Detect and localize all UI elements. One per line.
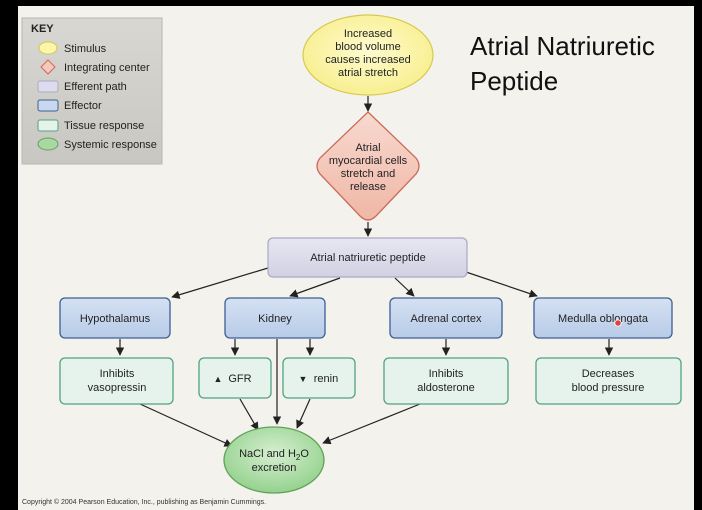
systemic-subscript: 2: [296, 453, 301, 462]
systemic-text: NaCl and H2O: [239, 448, 309, 462]
title-line-2: Peptide: [470, 66, 558, 96]
arrow-to-adrenal: [394, 277, 415, 297]
integrating-text: myocardial cells: [329, 155, 408, 167]
effector-label: Medulla oblongata: [558, 313, 649, 325]
response-renin: ▼ renin: [282, 357, 356, 399]
key-item-label: Stimulus: [64, 43, 107, 55]
copyright-notice: Copyright © 2004 Pearson Education, Inc.…: [22, 499, 267, 506]
integrating-center-node: Atrial myocardial cells stretch and rele…: [316, 111, 420, 221]
effector-medulla-oblongata: Medulla oblongata: [533, 297, 673, 339]
efferent-text: Atrial natriuretic peptide: [310, 252, 426, 264]
integrating-text: stretch and: [341, 168, 395, 180]
key-item-label: Tissue response: [64, 120, 144, 132]
slide: KEY Stimulus Integrating center Efferent…: [18, 6, 694, 510]
efferent-path-node: Atrial natriuretic peptide: [267, 237, 468, 278]
tissue-response-swatch-icon: [37, 119, 59, 132]
renin-label: renin: [314, 373, 338, 385]
response-gfr: ▲ GFR: [198, 357, 272, 399]
key-item-label: Efferent path: [64, 81, 127, 93]
integrating-center-swatch-icon: [40, 59, 56, 75]
stimulus-text: Increased: [344, 28, 392, 40]
systemic-line-1: NaCl and H: [239, 448, 296, 460]
systemic-response-swatch-icon: [37, 137, 59, 151]
arrow-to-medulla: [465, 271, 538, 298]
arrow-to-kidney: [289, 277, 341, 298]
effector-swatch-icon: [37, 99, 59, 112]
key-panel: KEY Stimulus Integrating center Efferent…: [21, 17, 163, 165]
pointer-dot-icon: [614, 319, 622, 327]
response-vasopressin: Inhibits vasopressin: [59, 357, 174, 405]
stimulus-swatch-icon: [38, 41, 58, 55]
effector-adrenal-cortex: Adrenal cortex: [389, 297, 503, 339]
response-text: blood pressure: [572, 382, 645, 394]
key-item-label: Effector: [64, 100, 102, 112]
key-item-label: Integrating center: [64, 62, 150, 74]
stimulus-text: atrial stretch: [338, 67, 398, 79]
systemic-tail: O: [300, 448, 309, 460]
key-item-stimulus: Stimulus: [38, 41, 107, 55]
response-text: Inhibits: [429, 368, 464, 380]
response-text: vasopressin: [88, 382, 147, 394]
arrow-vasopressin-to-excretion: [139, 403, 233, 447]
arrow-to-hypothalamus: [171, 267, 269, 299]
response-blood-pressure: Decreases blood pressure: [535, 357, 682, 405]
efferent-path-swatch-icon: [37, 80, 59, 93]
arrow-gfr-to-excretion: [239, 398, 259, 431]
integrating-text: release: [350, 181, 386, 193]
up-arrow-icon: ▲: [214, 374, 223, 384]
response-text: Decreases: [582, 368, 635, 380]
integrating-text: Atrial: [355, 142, 380, 154]
key-item-efferent-path: Efferent path: [37, 80, 127, 93]
effector-label: Kidney: [258, 313, 292, 325]
diagram: KEY Stimulus Integrating center Efferent…: [21, 14, 682, 494]
response-text: Inhibits: [100, 368, 135, 380]
key-item-tissue-response: Tissue response: [37, 119, 144, 132]
key-item-label: Systemic response: [64, 139, 157, 151]
arrows: [115, 96, 614, 447]
stimulus-node: Increased blood volume causes increased …: [302, 14, 434, 96]
key-item-effector: Effector: [37, 99, 102, 112]
gfr-label: GFR: [228, 373, 251, 385]
systemic-line-2: excretion: [252, 462, 297, 474]
stimulus-text: blood volume: [335, 41, 400, 53]
arrow-aldosterone-to-excretion: [322, 403, 421, 445]
effector-hypothalamus: Hypothalamus: [59, 297, 171, 339]
title-line-1: Atrial Natriuretic: [470, 31, 655, 61]
stimulus-text: causes increased: [325, 54, 411, 66]
key-heading: KEY: [31, 23, 54, 35]
effector-label: Adrenal cortex: [411, 313, 482, 325]
effector-label: Hypothalamus: [80, 313, 151, 325]
systemic-response-node: NaCl and H2O excretion: [223, 426, 325, 494]
down-arrow-icon: ▼: [299, 374, 308, 384]
response-text: aldosterone: [417, 382, 475, 394]
effector-kidney: Kidney: [224, 297, 326, 339]
key-item-integrating-center: Integrating center: [40, 59, 150, 75]
response-aldosterone: Inhibits aldosterone: [383, 357, 509, 405]
arrow-renin-to-excretion: [296, 398, 311, 429]
key-item-systemic-response: Systemic response: [37, 137, 157, 151]
